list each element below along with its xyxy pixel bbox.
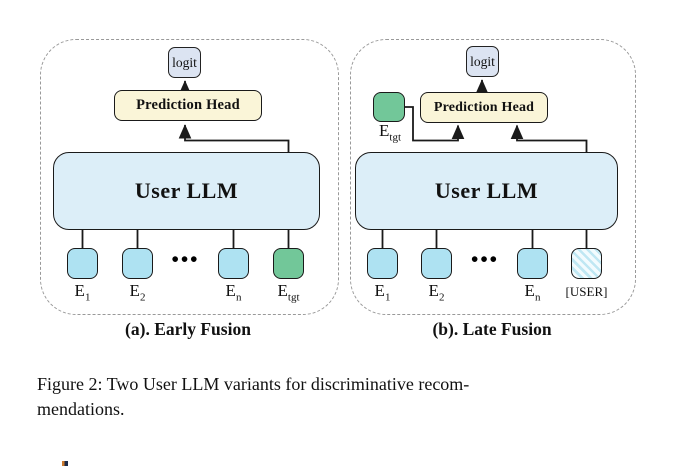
- prediction-head-box-b: Prediction Head: [420, 92, 548, 123]
- token-label-e1-a: E1: [74, 281, 91, 304]
- token-label-user-b: [USER]: [565, 284, 608, 299]
- user-llm-box-b: User LLM: [355, 152, 618, 230]
- token-label-en-a: En: [225, 281, 242, 304]
- panel-caption-early-fusion: (a). Early Fusion: [125, 319, 251, 339]
- target-embedding-label-b: Etgt: [378, 121, 402, 144]
- figure-caption-line2: mendations.: [37, 399, 125, 419]
- panel-late-fusion: [350, 39, 636, 315]
- token-user-b: [571, 248, 602, 279]
- user-llm-box-a: User LLM: [53, 152, 320, 230]
- user-llm-label-b: User LLM: [434, 178, 539, 203]
- panel-caption-late-fusion: (b). Late Fusion: [432, 319, 552, 339]
- target-embedding-box-b: [373, 92, 405, 122]
- token-e2-b: [421, 248, 452, 279]
- token-en-b: [517, 248, 548, 279]
- prediction-head-label-b: Prediction Head: [433, 99, 535, 115]
- prediction-head-label-a: Prediction Head: [136, 97, 240, 113]
- logit-box-a: logit: [168, 47, 201, 78]
- user-llm-label-a: User LLM: [134, 178, 239, 203]
- token-label-e2-a: E2: [129, 281, 146, 304]
- token-label-e1-b: E1: [374, 281, 391, 304]
- cutoff-text-fragment: [62, 461, 68, 466]
- logit-label-a: logit: [172, 54, 197, 70]
- token-label-en-b: En: [524, 281, 541, 304]
- token-e1-b: [367, 248, 398, 279]
- panel-early-fusion: [40, 39, 339, 315]
- logit-label-b: logit: [470, 53, 495, 69]
- token-e1-a: [67, 248, 98, 279]
- ellipsis-b: •••: [470, 247, 500, 271]
- token-label-etgt-a: Etgt: [277, 281, 300, 304]
- ellipsis-a: •••: [171, 247, 200, 271]
- token-e2-a: [122, 248, 153, 279]
- token-label-e2-b: E2: [428, 281, 445, 304]
- figure-caption: Figure 2: Two User LLM variants for disc…: [37, 372, 649, 422]
- prediction-head-box-a: Prediction Head: [114, 90, 262, 121]
- figure-caption-line1: Figure 2: Two User LLM variants for disc…: [37, 374, 470, 394]
- token-en-a: [218, 248, 249, 279]
- logit-box-b: logit: [466, 46, 499, 77]
- token-etgt-a: [273, 248, 304, 279]
